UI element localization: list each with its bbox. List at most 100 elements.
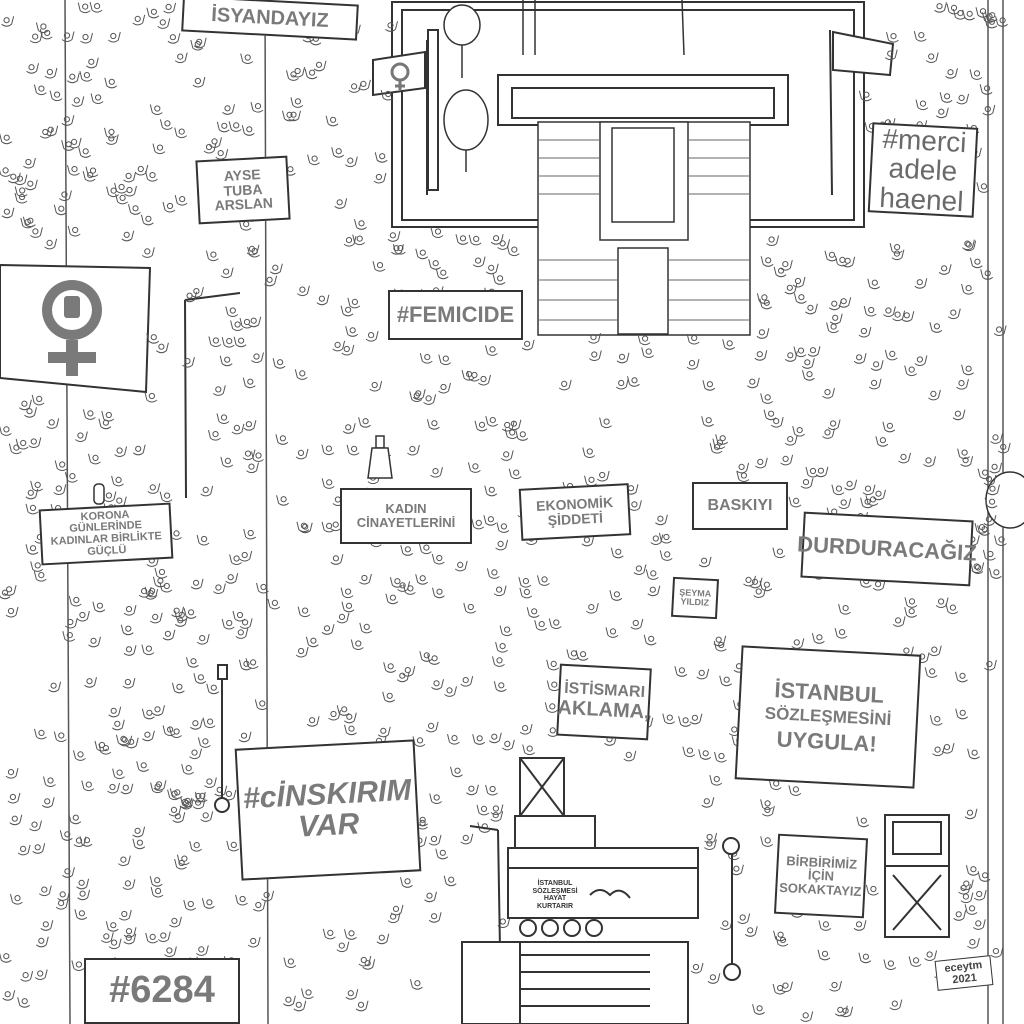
- crowd-person: [39, 127, 53, 139]
- crowd-person: [23, 157, 36, 169]
- crowd-person: [415, 248, 429, 260]
- crowd-person: [759, 298, 773, 310]
- crowd-person: [43, 776, 56, 787]
- crowd-person: [746, 377, 760, 389]
- crowd-person: [322, 928, 336, 940]
- crowd-person: [3, 585, 17, 596]
- crowd-person: [189, 748, 202, 760]
- crowd-person: [293, 1000, 307, 1012]
- crowd-person: [658, 532, 672, 544]
- crowd-person: [341, 601, 355, 613]
- crowd-person: [863, 305, 877, 317]
- crowd-person: [123, 933, 137, 945]
- banner-merci-line-3: haenel: [878, 181, 965, 217]
- banner-baskiyi: BASKIYI: [692, 482, 788, 530]
- crowd-person: [80, 32, 93, 44]
- crowd-person: [914, 355, 928, 366]
- crowd-person: [945, 68, 958, 79]
- crowd-person: [340, 587, 354, 599]
- crowd-person: [85, 57, 99, 69]
- crowd-person: [965, 865, 979, 876]
- crowd-person: [142, 730, 155, 742]
- kiosk: [884, 814, 950, 938]
- crowd-person: [101, 410, 115, 422]
- crowd-person: [466, 370, 480, 382]
- crowd-person: [346, 444, 360, 456]
- crowd-person: [25, 503, 39, 515]
- crowd-person: [336, 705, 350, 716]
- crowd-person: [478, 374, 491, 386]
- crowd-person: [485, 415, 499, 427]
- crowd-person: [347, 297, 361, 309]
- crowd-person: [20, 217, 34, 229]
- crowd-person: [342, 423, 356, 434]
- crowd-person: [756, 328, 770, 339]
- crowd-person: [189, 840, 203, 852]
- truck-sign: İSTANBUL SÖZLEŞMESİ HAYAT KURTARIR: [520, 880, 590, 911]
- crowd-person: [343, 235, 357, 247]
- crowd-person: [104, 77, 118, 89]
- crowd-person: [566, 649, 580, 660]
- crowd-person: [196, 534, 210, 546]
- crowd-person: [34, 728, 47, 740]
- crowd-person: [686, 358, 700, 370]
- crowd-person: [307, 154, 320, 166]
- crowd-person: [208, 336, 222, 347]
- crowd-person: [873, 489, 886, 501]
- crowd-person: [44, 238, 58, 250]
- crowd-person: [14, 186, 28, 197]
- crowd-person: [468, 234, 482, 246]
- crowd-person: [32, 843, 46, 854]
- crowd-person: [450, 766, 463, 778]
- crowd-person: [492, 274, 506, 285]
- crowd-person: [44, 67, 58, 79]
- crowd-person: [780, 454, 794, 466]
- crowd-person: [251, 352, 264, 363]
- crowd-person: [627, 376, 640, 387]
- crowd-person: [537, 575, 550, 586]
- crowd-person: [124, 185, 137, 197]
- crowd-person: [53, 731, 67, 742]
- crowd-person: [400, 877, 413, 888]
- truck-sign-line-2: SÖZLEŞMESİ: [532, 887, 578, 895]
- crowd-person: [345, 326, 359, 337]
- crowd-person: [952, 409, 966, 421]
- crowd-person: [526, 607, 540, 618]
- crowd-person: [147, 483, 161, 494]
- crowd-person: [904, 365, 918, 377]
- crowd-person: [222, 104, 235, 115]
- crowd-person: [5, 606, 19, 618]
- crowd-person: [316, 294, 330, 306]
- crowd-person: [929, 322, 943, 333]
- crowd-person: [973, 889, 987, 901]
- crowd-person: [68, 137, 82, 149]
- crowd-person: [34, 969, 48, 980]
- banner-ekonomik-siddeti: EKONOMİK ŞİDDETİ: [518, 483, 632, 541]
- crowd-person: [474, 420, 488, 432]
- crowd-person: [62, 630, 76, 642]
- crowd-person: [882, 421, 896, 433]
- crowd-person: [26, 63, 39, 74]
- crowd-person: [522, 744, 536, 756]
- crowd-person: [226, 840, 240, 852]
- crowd-person: [152, 143, 166, 155]
- crowd-person: [623, 750, 637, 762]
- crowd-person: [358, 79, 371, 91]
- crowd-person: [120, 783, 134, 795]
- crowd-person: [135, 164, 149, 176]
- crowd-person: [915, 99, 929, 111]
- crowd-person: [964, 904, 978, 915]
- crowd-person: [493, 585, 507, 597]
- crowd-person: [838, 603, 851, 615]
- crowd-person: [24, 407, 37, 418]
- crowd-person: [519, 723, 533, 735]
- crowd-person: [454, 560, 468, 572]
- crowd-person: [714, 751, 727, 763]
- tree-icon: [443, 0, 1024, 529]
- crowd-person: [409, 391, 423, 402]
- crowd-person: [245, 658, 259, 669]
- crowd-person: [987, 484, 1000, 496]
- crowd-person: [731, 864, 744, 876]
- crowd-person: [238, 659, 252, 671]
- crowd-person: [800, 1011, 814, 1022]
